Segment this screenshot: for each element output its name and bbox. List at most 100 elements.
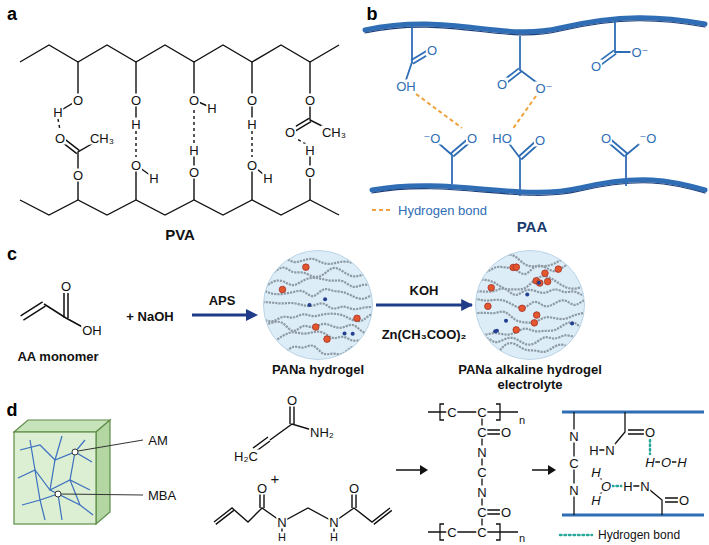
paa-hydrogen-bonds-part [372, 209, 392, 211]
atom-label: O [500, 426, 512, 439]
zinc-ion [312, 324, 319, 331]
gel-hydrogen-bonds [560, 440, 650, 535]
monomer-bonds [214, 406, 392, 532]
polymer-chain [253, 252, 383, 264]
panel-letter: c [7, 245, 17, 263]
monomer-bonds-part [216, 493, 392, 532]
gel-hydrogen-bonds-part [560, 440, 650, 535]
atom-label: O [348, 482, 360, 495]
reagent-label: AA monomer [16, 350, 99, 363]
reaction-arrows-part [548, 465, 556, 475]
atom-label: N [476, 446, 487, 459]
hydrogel-network-bonds-part [574, 412, 682, 515]
polymer-chains [465, 252, 595, 357]
atom-label: H [206, 102, 217, 115]
hydrogel-network-bonds [562, 412, 704, 515]
aa-monomer-bonds [21, 293, 88, 330]
atom-label: O [534, 134, 546, 147]
crosslinked-polymer-bonds [428, 404, 518, 540]
sodium-ion [343, 332, 347, 336]
atom-label: O [644, 426, 656, 439]
leader-lines [55, 440, 143, 497]
atom-label: H [130, 118, 141, 131]
polymer-chain [465, 288, 595, 297]
zinc-ion [544, 278, 551, 285]
polymer-network-part [30, 440, 45, 520]
hydrogel-name: PANa hydrogel [233, 362, 403, 377]
atom-label: ⁻O [423, 132, 442, 145]
atom-label: H [188, 144, 199, 157]
atom-label: O [246, 94, 258, 107]
zinc-ion [519, 305, 526, 312]
zinc-ion [531, 320, 538, 327]
atom-label: O [256, 482, 268, 495]
reaction-arrow [192, 309, 258, 321]
atom-label: O [188, 166, 200, 179]
hydrogel-circle-shape [233, 250, 403, 360]
polymer-chain [253, 332, 383, 345]
atom-label: N [604, 444, 615, 457]
reaction-arrows-part [396, 469, 421, 471]
legend-text: Hydrogen bond [598, 529, 680, 541]
component-label: AM [147, 434, 169, 447]
atom-label: C [476, 426, 487, 439]
atom-label: H [304, 144, 315, 157]
atom-label: O [600, 132, 612, 145]
sodium-ion [493, 329, 497, 333]
reagent-label: APS [208, 294, 237, 307]
atom-label: n [518, 415, 526, 426]
polymer-chain [465, 252, 595, 266]
pva-chains-part [59, 136, 310, 200]
atom-label: HO [491, 132, 513, 145]
reagent-label: + NaOH [125, 310, 174, 323]
reaction-arrow [376, 304, 472, 307]
paa-chains-part [365, 18, 705, 32]
zinc-ion [485, 303, 492, 310]
hydrogel-circle: PANa alkaline hydrogel electrolyte [440, 250, 620, 392]
polymer-chains [253, 252, 383, 357]
paa-chains-part [365, 21, 705, 35]
atom-label: N [568, 484, 579, 497]
reaction-arrows-part [420, 465, 428, 475]
polymer-name: PAA [517, 219, 548, 234]
atom-label: NH₂ [309, 426, 335, 439]
leader-lines-part [55, 491, 61, 497]
atom-label: C [476, 526, 487, 539]
polymer-chain [253, 278, 383, 289]
hydrogel-block-part [14, 432, 96, 524]
hydrogel-circle: PANa hydrogel [233, 250, 403, 377]
atom-label: H [329, 532, 339, 543]
zinc-ion [488, 284, 495, 291]
polymer-chain [253, 268, 383, 277]
panel-letter: a [7, 5, 17, 23]
atom-label: O [130, 159, 142, 172]
atom-label: O [72, 94, 84, 107]
zinc-ion [324, 336, 331, 343]
zinc-ion [542, 270, 549, 277]
polymer-network-part [50, 436, 62, 520]
atom-label: O [188, 94, 200, 107]
atom-label: OH [81, 324, 103, 337]
polymer-chain [465, 322, 595, 335]
atom-label: O [72, 169, 84, 182]
aa-monomer-bonds-part [21, 293, 88, 330]
sodium-ion [570, 321, 574, 325]
paa-carboxyl-bonds [406, 20, 644, 196]
component-label: MBA [147, 489, 177, 502]
atom-label: O [284, 126, 296, 139]
zinc-ion [533, 312, 540, 319]
hydrogel-network-bonds-part [562, 412, 704, 515]
atom-label: H [588, 444, 599, 457]
paa-hydrogen-bonds [372, 94, 536, 210]
reaction-arrow-part [246, 309, 258, 321]
reaction-arrows-part [532, 469, 549, 471]
atom-label: O [496, 78, 508, 91]
atom-label: O [60, 280, 72, 293]
paa-carboxyl-bonds-part [508, 139, 541, 197]
legend-text: Hydrogen bond [398, 204, 487, 217]
atom-label: C [568, 457, 579, 470]
monomer-bonds-part [253, 406, 312, 452]
polymer-chain [465, 343, 595, 357]
atom-label: N [328, 516, 339, 529]
